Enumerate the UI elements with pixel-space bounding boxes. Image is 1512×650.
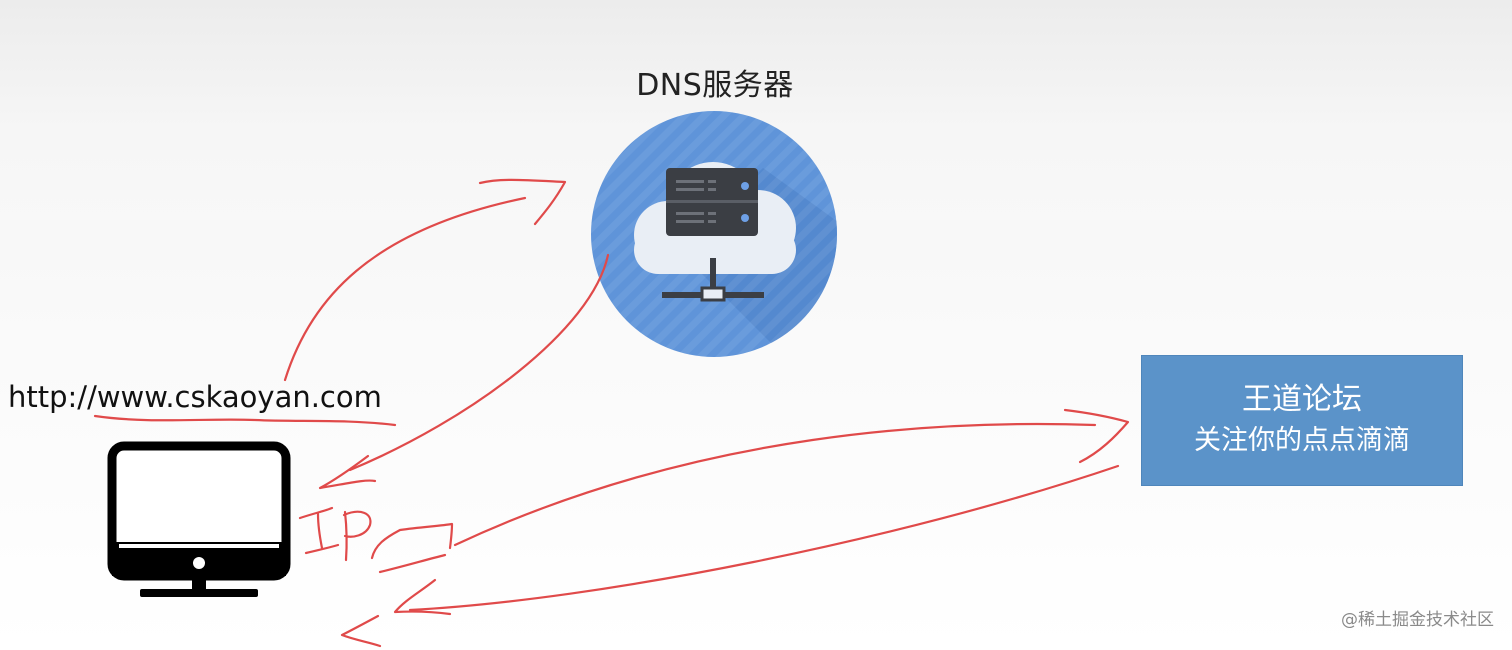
response-arrow-head	[318, 454, 377, 490]
network-connector	[662, 258, 764, 302]
client-url-label: http://www.cskaoyan.com	[8, 380, 382, 414]
web-server-title: 王道论坛	[1242, 382, 1362, 417]
handwritten-ip-i	[298, 506, 340, 555]
lower-arrow-head	[340, 614, 382, 648]
web-server-box: 王道论坛 关注你的点点滴滴	[1141, 355, 1463, 486]
bracket-mark	[370, 522, 454, 574]
request-arrow-head	[1063, 408, 1130, 464]
handwritten-ip-p	[342, 510, 372, 562]
reply-arrow-head	[393, 578, 452, 616]
watermark: @稀土掘金技术社区	[1341, 610, 1494, 630]
request-arrow-line	[453, 422, 1097, 547]
query-arrow-head	[478, 178, 567, 226]
response-arrow-line	[348, 253, 610, 472]
reply-arrow-line	[408, 464, 1120, 612]
query-arrow-line	[283, 196, 527, 382]
server-rack	[666, 168, 758, 236]
desktop-computer-icon	[107, 441, 291, 597]
url-underline	[93, 414, 397, 427]
dns-server-label: DNS服务器	[636, 68, 794, 103]
web-server-subtitle: 关注你的点点滴滴	[1194, 425, 1410, 456]
cloud-server-icon	[591, 111, 837, 357]
